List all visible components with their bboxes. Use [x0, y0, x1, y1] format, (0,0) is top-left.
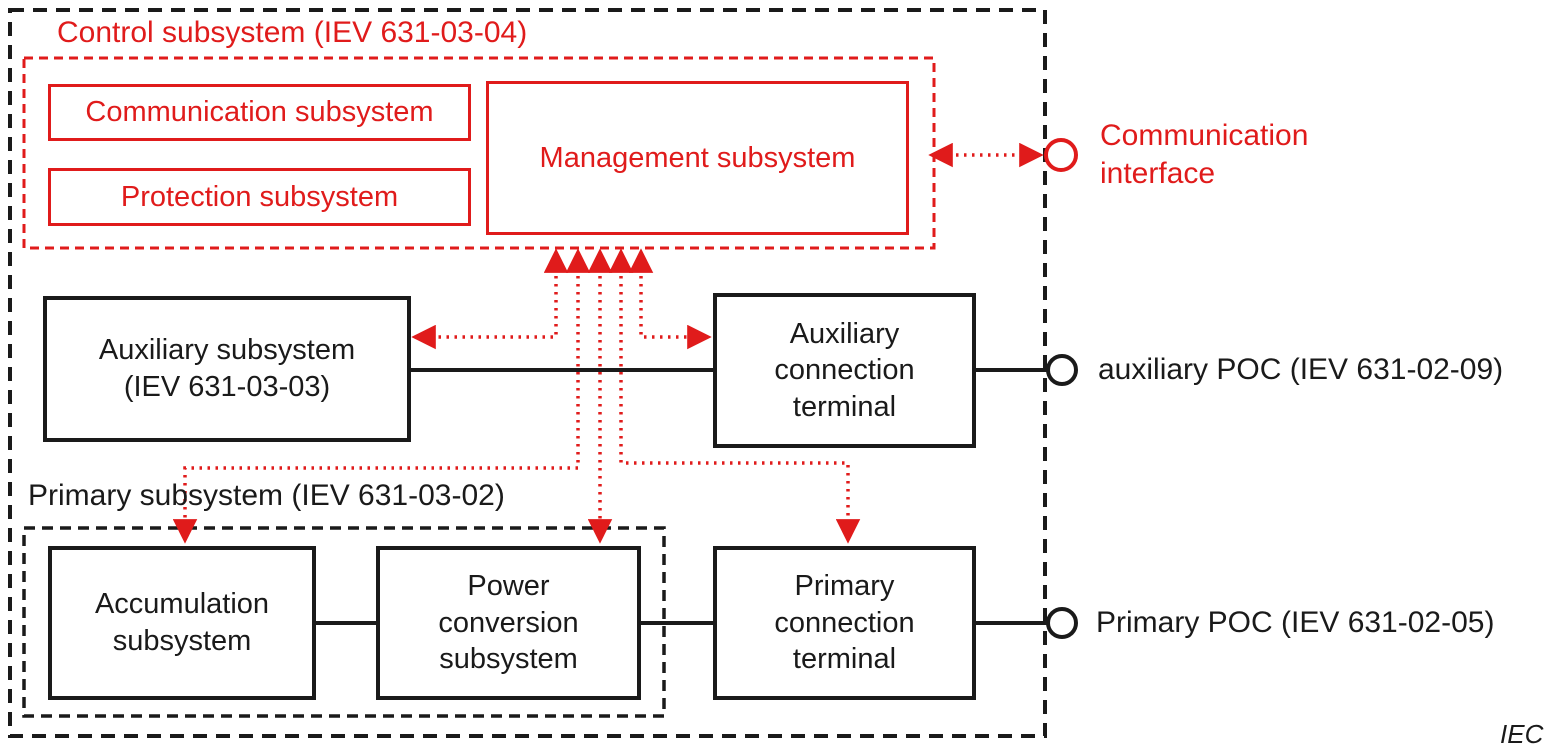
primary-subsystem-label: Primary subsystem (IEV 631-03-02) [28, 479, 505, 512]
management-subsystem-box: Management subsystem [486, 81, 909, 235]
communication-interface-port-icon [1044, 138, 1078, 172]
primary-connection-terminal-box: Primary connection terminal [713, 546, 976, 700]
arrow-management-to-auxiliary-subsystem [411, 248, 569, 350]
system-boundary-dashed-box [8, 8, 1047, 738]
primary-poc-port-icon [1046, 607, 1078, 639]
communication-subsystem-box: Communication subsystem [48, 84, 471, 141]
communication-interface-label: Communication interface [1100, 119, 1309, 191]
primary-poc-label: Primary POC (IEV 631-02-05) [1096, 606, 1495, 639]
arrow-management-to-auxiliary-connection-terminal [628, 248, 712, 350]
arrow-management-to-primary-connection-terminal [608, 248, 861, 544]
auxiliary-connection-terminal-box: Auxiliary connection terminal [713, 293, 976, 448]
auxiliary-poc-port-icon [1046, 354, 1078, 386]
protection-subsystem-box: Protection subsystem [48, 168, 471, 226]
power-conversion-subsystem-box: Power conversion subsystem [376, 546, 641, 700]
iec-credit-label: IEC [1500, 719, 1544, 749]
auxiliary-poc-label: auxiliary POC (IEV 631-02-09) [1098, 353, 1504, 386]
auxiliary-subsystem-box: Auxiliary subsystem (IEV 631-03-03) [43, 296, 411, 442]
control-subsystem-label: Control subsystem (IEV 631-03-04) [57, 16, 528, 49]
accumulation-subsystem-box: Accumulation subsystem [48, 546, 316, 700]
